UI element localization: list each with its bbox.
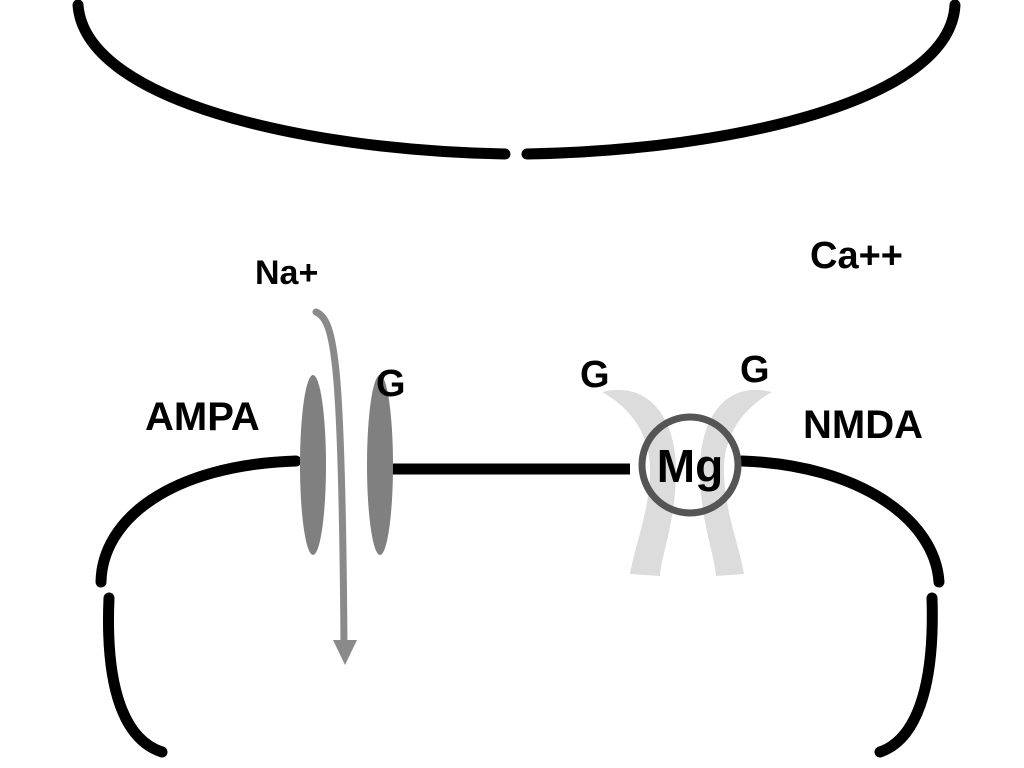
nmda-channel [602, 389, 772, 576]
postsynaptic-membrane-right-curve [736, 455, 945, 588]
ampa-channel-right-subunit [367, 375, 393, 555]
mg-ion-label: Mg [657, 440, 723, 492]
ampa-glutamate-label: G [376, 363, 406, 405]
postsynaptic-membrane-left-lower [103, 592, 168, 758]
ampa-receptor-label: AMPA [145, 395, 260, 439]
presynaptic-membrane-left [72, 0, 511, 160]
arrow-head-icon [333, 640, 357, 665]
nmda-channel-right-subunit [700, 389, 772, 576]
presynaptic-membrane-right [521, 0, 961, 160]
mg-block-ring [638, 413, 742, 517]
na-ion-label: Na+ [255, 254, 318, 292]
ampa-channel-left-subunit [300, 375, 326, 555]
nmda-glutamate-right-label: G [740, 349, 770, 391]
postsynaptic-membrane-right-lower [874, 592, 938, 758]
postsynaptic-membrane-left-curve [95, 455, 302, 588]
na-influx-arrow [312, 308, 357, 665]
nmda-channel-left-subunit [602, 389, 676, 576]
nmda-receptor-label: NMDA [803, 403, 923, 447]
nmda-glutamate-left-label: G [580, 354, 610, 396]
ca-ion-label: Ca++ [810, 235, 903, 277]
